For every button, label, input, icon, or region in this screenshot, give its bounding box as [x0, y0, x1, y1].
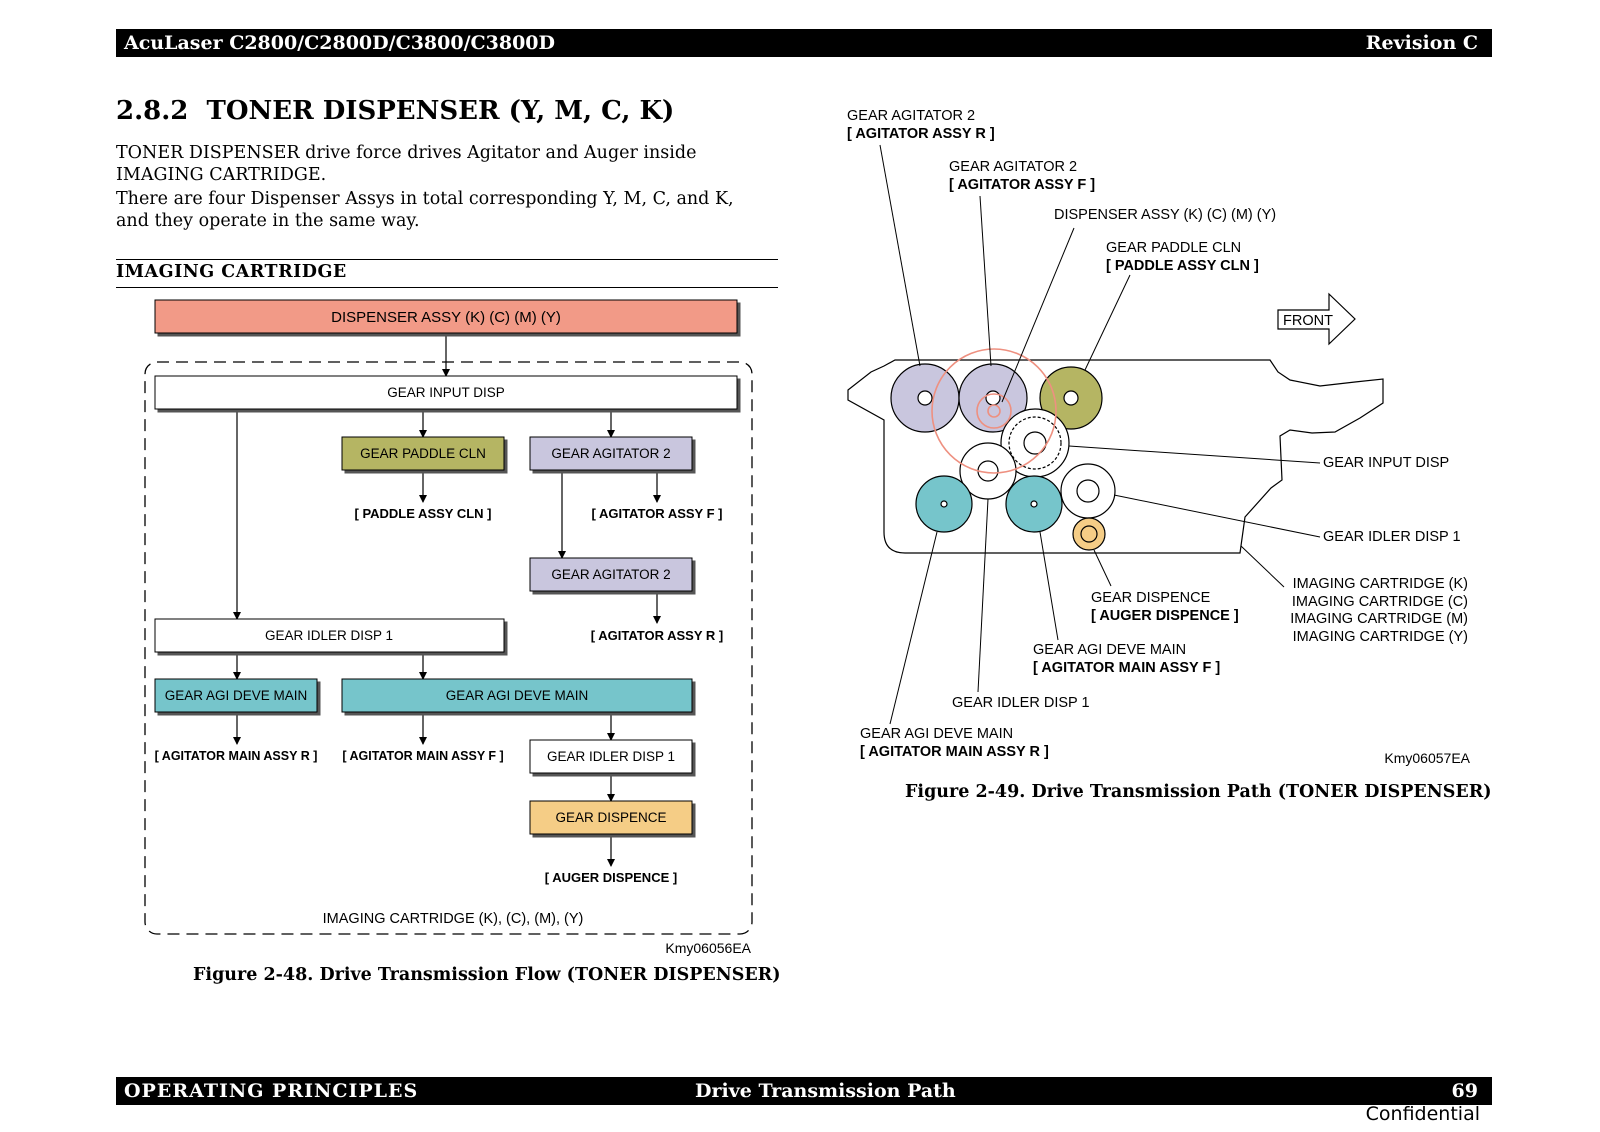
label-gear-agi-deve-main: GEAR AGI DEVE MAIN — [1033, 642, 1186, 658]
label-gear-agitator-2: GEAR AGITATOR 2 — [949, 159, 1077, 175]
dispenser-assy-label: DISPENSER ASSY (K) (C) (M) (Y) — [331, 309, 561, 326]
gear-agitator-2-label: GEAR AGITATOR 2 — [551, 567, 670, 582]
gear-dispence-box — [529, 800, 693, 835]
footer-section: Drive Transmission Path — [695, 1080, 956, 1102]
page-number: 69 — [1451, 1080, 1478, 1102]
front-arrow-icon — [1277, 292, 1356, 346]
label-dispenser-assy: DISPENSER ASSY (K) (C) (M) (Y) — [1054, 207, 1276, 223]
gear-input-disp-box — [154, 375, 738, 410]
gear-input-disp-label: GEAR INPUT DISP — [387, 385, 505, 400]
label-imaging-cartridge: IMAGING CARTRIDGE (C) — [1292, 594, 1468, 610]
gear-agitator-2-label: GEAR AGITATOR 2 — [551, 446, 670, 461]
cartridge-housing — [847, 359, 1384, 554]
label-gear-paddle-cln: GEAR PADDLE CLN — [1106, 240, 1241, 256]
section-number: 2.8.2 — [116, 96, 189, 126]
gear-idler-disp-1-label: GEAR IDLER DISP 1 — [547, 749, 675, 764]
label-gear-agitator-2: GEAR AGITATOR 2 — [847, 108, 975, 124]
header-bar: AcuLaser C2800/C2800D/C3800/C3800D Revis… — [116, 29, 1492, 57]
body-paragraph: There are four Dispenser Assys in total … — [116, 189, 734, 231]
header-revision: Revision C — [1365, 32, 1478, 54]
label-auger-dispence: [ AUGER DISPENCE ] — [1091, 608, 1239, 624]
divider — [116, 259, 778, 260]
label-gear-idler-disp-1: GEAR IDLER DISP 1 — [952, 695, 1090, 711]
label-gear-idler-disp-1: GEAR IDLER DISP 1 — [1323, 529, 1461, 545]
agitator-main-assy-f-label: [ AGITATOR MAIN ASSY F ] — [342, 749, 503, 763]
figure-caption: Figure 2-48. Drive Transmission Flow (TO… — [193, 965, 781, 985]
label-agitator-assy-f: [ AGITATOR ASSY F ] — [949, 177, 1095, 193]
dispenser-assy-ring — [931, 348, 1057, 474]
footer-chapter: OPERATING PRINCIPLES — [124, 1080, 419, 1102]
label-agitator-main-assy-r: [ AGITATOR MAIN ASSY R ] — [860, 744, 1049, 760]
gear-paddle-cln-box — [341, 436, 505, 471]
gear-idler-disp-1-box — [529, 739, 693, 774]
label-imaging-cartridge: IMAGING CARTRIDGE (M) — [1290, 611, 1468, 627]
gear-agi-deve-main-label: GEAR AGI DEVE MAIN — [446, 688, 589, 703]
figure-code: Kmy06057EA — [1384, 750, 1470, 766]
gear-agi-deve-main-box — [154, 678, 318, 713]
footer-bar: OPERATING PRINCIPLES Drive Transmission … — [116, 1077, 1492, 1105]
gear-dispence-label: GEAR DISPENCE — [555, 810, 666, 825]
gear-agi-deve-main-label: GEAR AGI DEVE MAIN — [165, 688, 308, 703]
section-heading: 2.8.2 TONER DISPENSER (Y, M, C, K) — [116, 96, 674, 126]
imaging-cartridge-container — [144, 361, 753, 935]
label-imaging-cartridge: IMAGING CARTRIDGE (K) — [1293, 576, 1468, 592]
container-label: IMAGING CARTRIDGE (K), (C), (M), (Y) — [323, 911, 584, 927]
gear-paddle-cln-label: GEAR PADDLE CLN — [360, 446, 486, 461]
dispenser-assy-box — [154, 299, 738, 334]
label-gear-input-disp: GEAR INPUT DISP — [1323, 455, 1449, 471]
front-label: FRONT — [1283, 313, 1333, 329]
gear-agitator-2-box — [529, 436, 693, 471]
auger-dispence-label: [ AUGER DISPENCE ] — [545, 870, 677, 885]
agitator-assy-r-label: [ AGITATOR ASSY R ] — [591, 628, 723, 643]
section-title: TONER DISPENSER (Y, M, C, K) — [206, 96, 675, 126]
figure-caption: Figure 2-49. Drive Transmission Path (TO… — [905, 782, 1492, 802]
divider — [116, 287, 778, 288]
label-paddle-assy-cln: [ PADDLE ASSY CLN ] — [1106, 258, 1259, 274]
gear-idler-disp-1-box — [154, 618, 505, 653]
gear-agitator-2-box — [529, 557, 693, 592]
paddle-assy-cln-label: [ PADDLE ASSY CLN ] — [355, 506, 492, 521]
agitator-main-assy-r-label: [ AGITATOR MAIN ASSY R ] — [155, 749, 318, 763]
confidential-label: Confidential — [1365, 1103, 1480, 1125]
label-gear-agi-deve-main: GEAR AGI DEVE MAIN — [860, 726, 1013, 742]
label-imaging-cartridge: IMAGING CARTRIDGE (Y) — [1293, 629, 1468, 645]
label-agitator-main-assy-f: [ AGITATOR MAIN ASSY F ] — [1033, 660, 1220, 676]
body-paragraph: TONER DISPENSER drive force drives Agita… — [116, 143, 697, 185]
gear-agi-deve-main-box — [341, 678, 693, 713]
label-gear-dispence: GEAR DISPENCE — [1091, 590, 1211, 606]
label-agitator-assy-r: [ AGITATOR ASSY R ] — [847, 126, 995, 142]
gear-idler-disp-1-label: GEAR IDLER DISP 1 — [265, 628, 393, 643]
agitator-assy-f-label: [ AGITATOR ASSY F ] — [592, 506, 723, 521]
figure-code: Kmy06056EA — [665, 940, 751, 956]
header-model: AcuLaser C2800/C2800D/C3800/C3800D — [124, 32, 555, 54]
subsection-heading: IMAGING CARTRIDGE — [116, 262, 347, 282]
